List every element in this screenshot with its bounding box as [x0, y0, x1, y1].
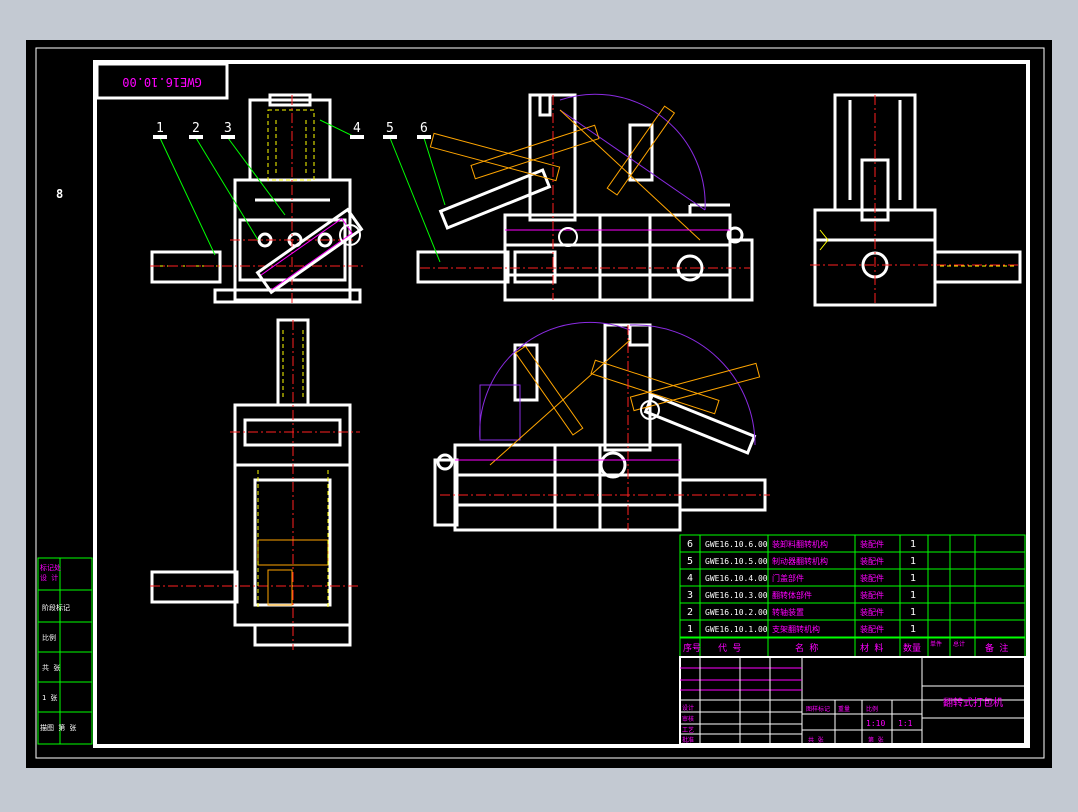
parts-header-qty: 数量 [903, 642, 921, 654]
parts-cell-qty: 1 [910, 624, 916, 635]
parts-cell-code: GWE16.10.5.00 [705, 557, 768, 566]
parts-cell-qty: 1 [910, 539, 916, 550]
parts-cell-material: 装配件 [860, 590, 884, 600]
parts-header-unit: 单件 [930, 640, 942, 648]
drawing-sheet [26, 40, 1052, 768]
parts-cell-name: 转轴装置 [772, 607, 804, 617]
title-block: 翻转式打包机 设计 审核 工艺 批准 图样标记 重量 比例 1:10 1:1 共… [679, 656, 1026, 745]
side-mark: 8 [56, 187, 63, 201]
title-label-scale: 比例 [866, 705, 878, 713]
parts-header-name: 名 称 [795, 642, 818, 654]
parts-cell-seq: 2 [687, 607, 693, 618]
side-view-mirrored-detail [440, 321, 770, 530]
parts-cell-qty: 1 [910, 590, 916, 601]
drawing-frame [93, 60, 1030, 748]
strip-label-7: 描图 第 张 [40, 723, 76, 732]
parts-cell-seq: 3 [687, 590, 693, 601]
parts-cell-material: 装配件 [860, 607, 884, 617]
left-title-strip: 标记处 设 计 阶段标记 比例 共 张 1 张 描图 第 张 [37, 557, 93, 745]
outer-border [35, 47, 1045, 759]
title-row-review: 审核 [682, 715, 694, 723]
parts-cell-code: GWE16.10.2.00 [705, 608, 768, 617]
parts-cell-name: 支架翻转机构 [772, 624, 820, 634]
balloons: 1 2 3 4 5 6 [153, 121, 431, 139]
title-label-mark: 图样标记 [806, 705, 830, 713]
balloon-3: 3 [224, 121, 232, 136]
parts-cell-code: GWE16.10.1.00 [705, 625, 768, 634]
parts-cell-qty: 1 [910, 607, 916, 618]
title-label-sheets: 共 张 [808, 736, 824, 744]
parts-cell-qty: 1 [910, 573, 916, 584]
parts-cell-material: 装配件 [860, 573, 884, 583]
title-scale-value: 1:10 [866, 719, 885, 728]
strip-label-1: 标记处 [40, 563, 61, 572]
front-view-detail [150, 95, 365, 305]
parts-cell-code: GWE16.10.3.00 [705, 591, 768, 600]
parts-header-remark: 备 注 [985, 642, 1008, 654]
parts-cell-name: 装卸料翻转机构 [772, 539, 828, 549]
title-sheet-value: 1:1 [898, 719, 913, 728]
balloon-1: 1 [156, 121, 164, 136]
parts-cell-seq: 5 [687, 556, 693, 567]
strip-label-3: 阶段标记 [42, 603, 70, 612]
strip-label-5: 共 张 [42, 663, 60, 672]
parts-cell-qty: 1 [910, 556, 916, 567]
balloon-6: 6 [420, 121, 428, 136]
title-label-sheet-no: 第 张 [868, 736, 884, 744]
parts-header-material: 材 料 [860, 642, 883, 654]
balloon-leaders [159, 119, 446, 263]
drawing-code-box: GWE16.10.00 [95, 62, 229, 100]
parts-cell-material: 装配件 [860, 556, 884, 566]
parts-header-code: 代 号 [718, 643, 741, 654]
side-view-detail [420, 93, 750, 300]
parts-cell-seq: 4 [687, 573, 693, 584]
parts-cell-material: 装配件 [860, 539, 884, 549]
end-view-detail [810, 95, 1020, 305]
title-row-process: 工艺 [682, 726, 694, 734]
drawing-code: GWE16.10.00 [122, 75, 201, 89]
parts-cell-name: 制动器翻转机构 [772, 556, 828, 566]
parts-cell-code: GWE16.10.6.00 [705, 540, 768, 549]
balloon-4: 4 [353, 121, 361, 136]
parts-cell-seq: 1 [687, 624, 693, 635]
title-row-approve: 批准 [682, 736, 694, 744]
title-label-weight: 重量 [838, 705, 850, 713]
parts-cell-material: 装配件 [860, 624, 884, 634]
strip-label-4: 比例 [42, 633, 56, 642]
balloon-5: 5 [386, 121, 394, 136]
parts-cell-name: 门盖部件 [772, 573, 804, 583]
strip-label-6: 1 张 [42, 693, 57, 702]
title-row-design: 设计 [682, 704, 694, 712]
parts-cell-seq: 6 [687, 539, 693, 550]
parts-cell-name: 翻转体部件 [772, 590, 812, 600]
parts-header-seq: 序号 [683, 642, 701, 654]
parts-header-total: 总计 [953, 640, 965, 648]
strip-label-2: 设 计 [40, 573, 58, 582]
drawing-title: 翻转式打包机 [943, 696, 1003, 709]
plan-view-detail [150, 320, 360, 650]
parts-cell-code: GWE16.10.4.00 [705, 574, 768, 583]
balloon-2: 2 [192, 121, 200, 136]
